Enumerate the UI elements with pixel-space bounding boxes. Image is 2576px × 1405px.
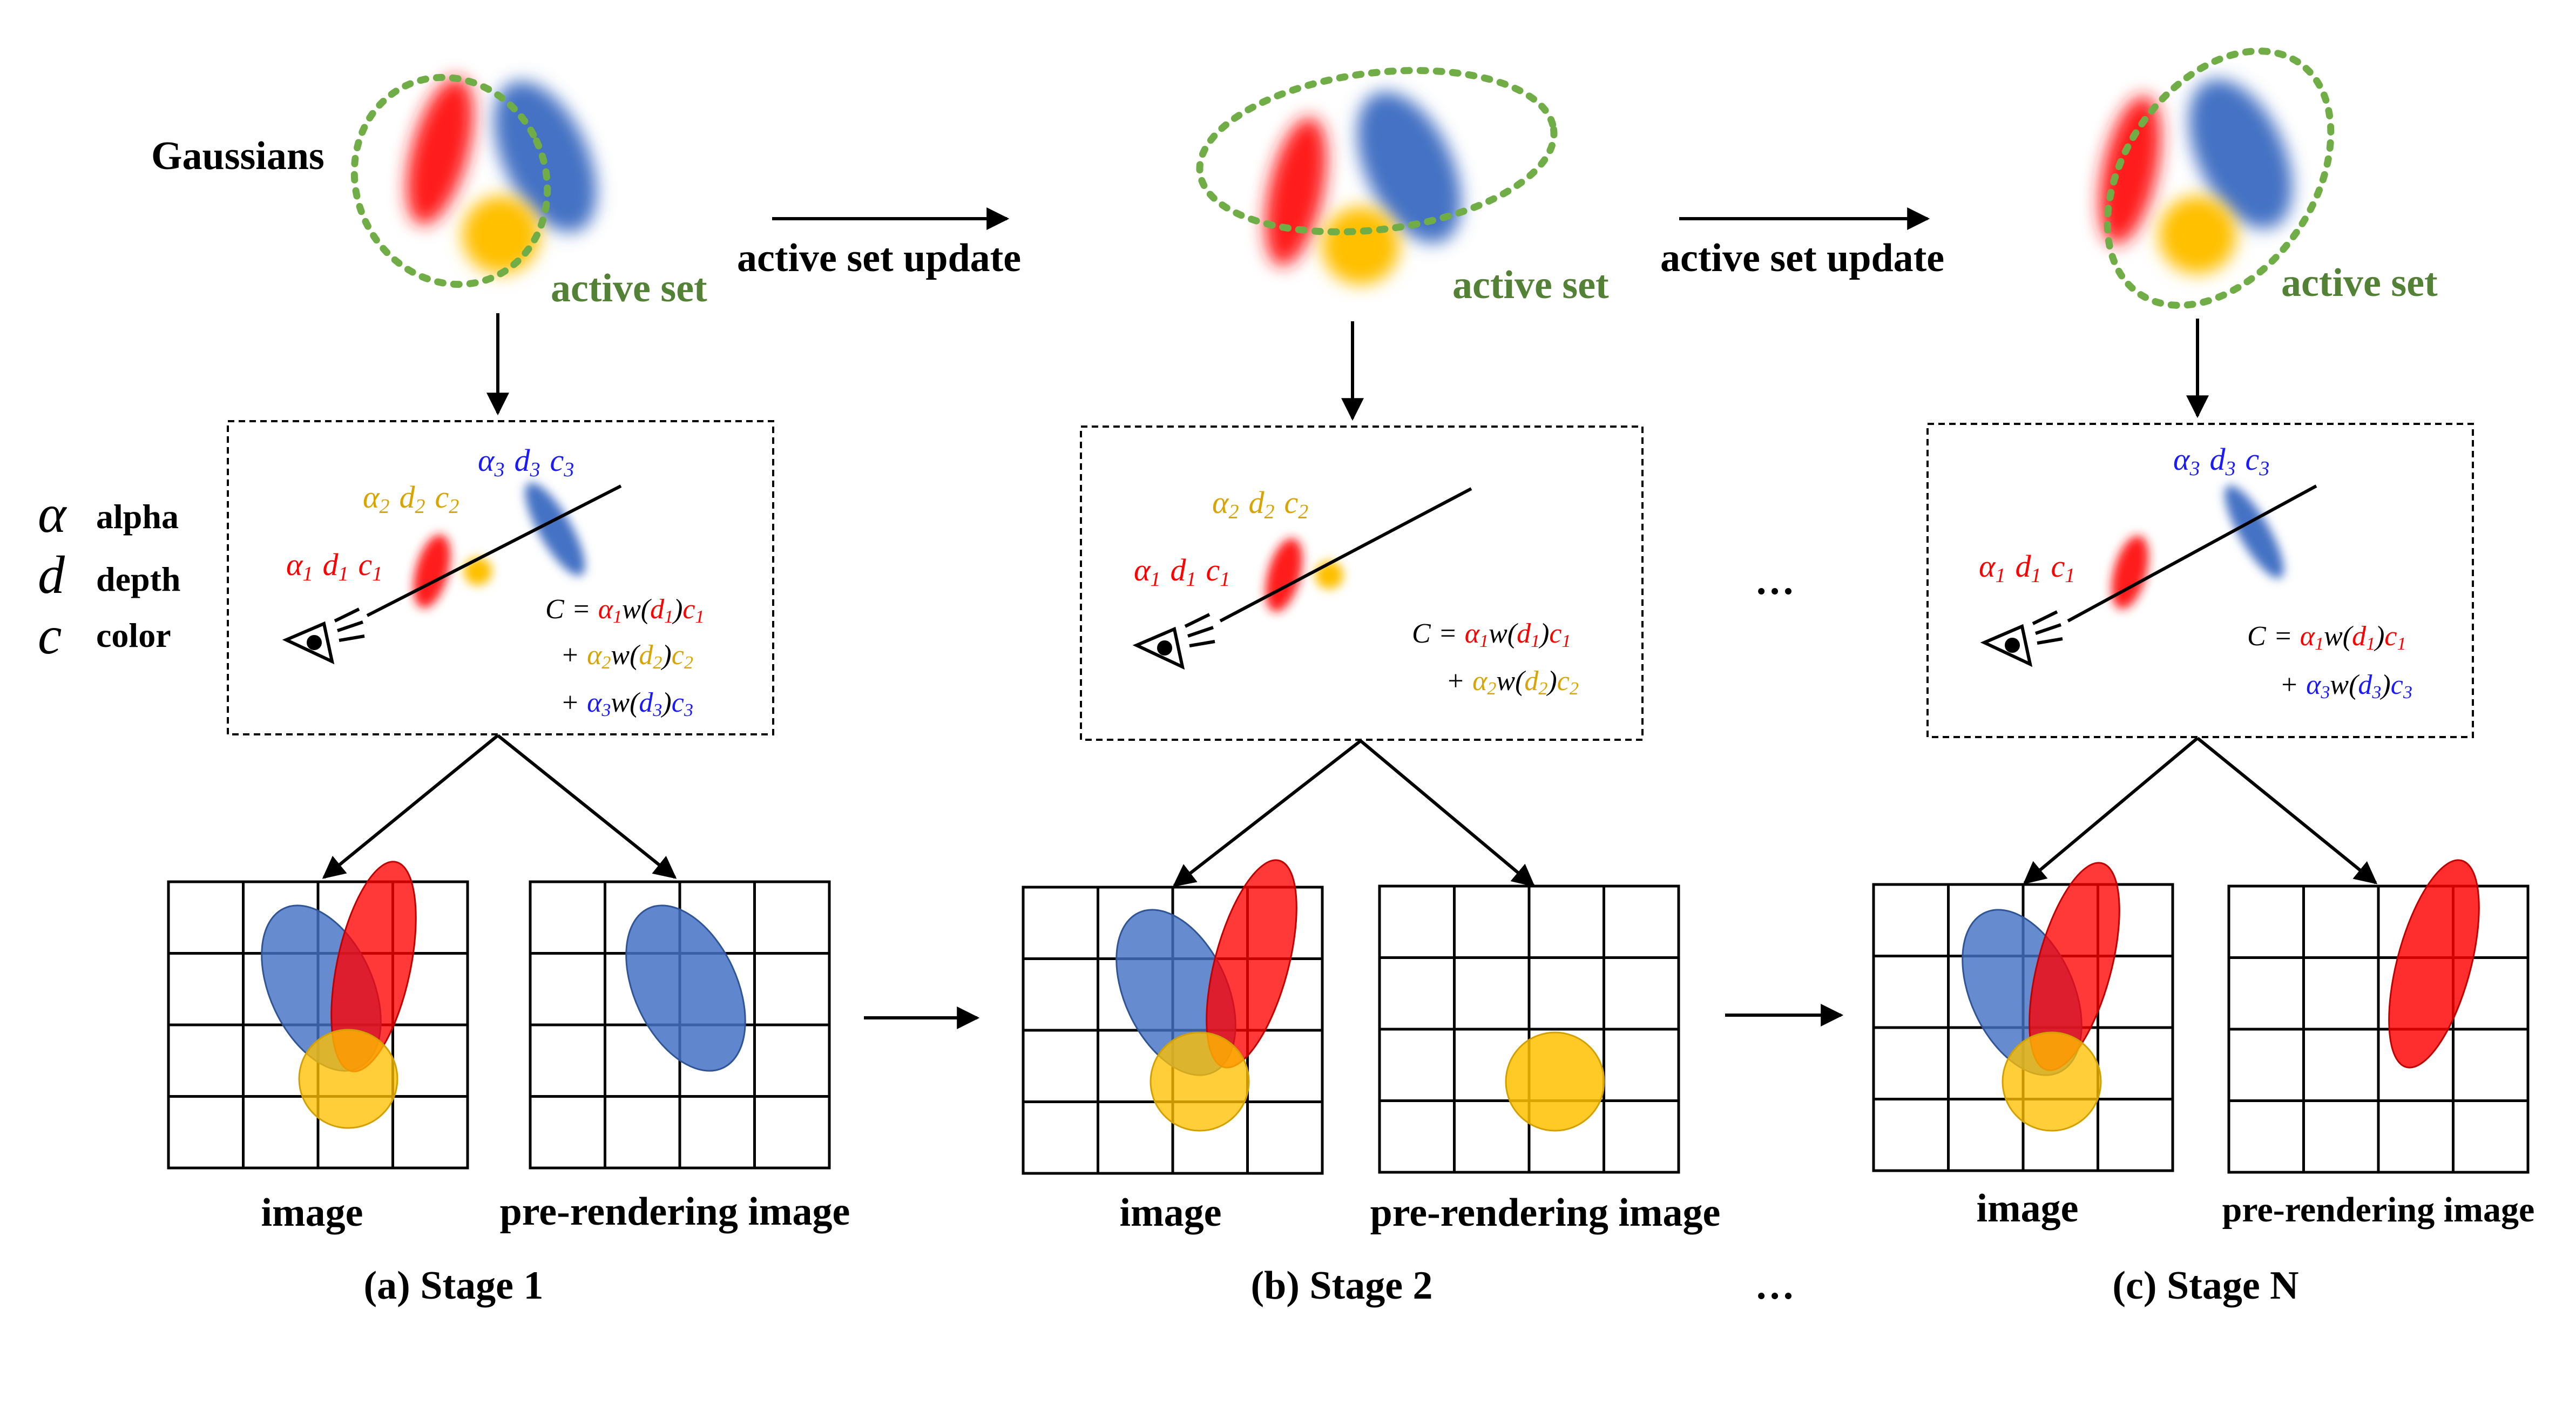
stage-caption-2: (b) Stage 2 — [1250, 1264, 1432, 1308]
blue-gaussian-small — [2225, 485, 2284, 579]
image-label-1: image — [261, 1191, 363, 1235]
render-box-border — [227, 420, 774, 735]
red-gaussian — [407, 78, 474, 225]
stage-caption-1: (a) Stage 1 — [364, 1264, 544, 1308]
gaussians-stage-2 — [1196, 67, 1558, 285]
blue-gaussian — [1357, 91, 1462, 244]
yellow-gaussian — [462, 196, 540, 274]
yellow-gaussian-projection — [2002, 1031, 2102, 1132]
ellipsis-middle: … — [1755, 559, 1795, 603]
image-grid-stage-2 — [1022, 859, 1324, 1175]
image-grid-stage-1 — [167, 861, 469, 1170]
yellow-gaussian — [2159, 196, 2236, 274]
svg-text:+α3w(d3)c3: +α3w(d3)c3 — [2280, 670, 2412, 702]
active-set-update-label-2: active set update — [1660, 236, 1944, 280]
blue-gaussian-projection — [625, 904, 746, 1072]
yellow-gaussian — [1322, 207, 1399, 285]
svg-text:+α2w(d2)c2: +α2w(d2)c2 — [1446, 666, 1579, 699]
legend-symbol-alpha: α — [38, 484, 67, 544]
svg-text:+α3w(d3)c3: +α3w(d3)c3 — [560, 687, 693, 720]
camera-ray — [2067, 484, 2317, 623]
svg-text:C=α1w(d1)c1: C=α1w(d1)c1 — [1412, 618, 1571, 651]
active-set-outline — [1196, 67, 1558, 235]
composite-equation: C=α1w(d1)c1 +α2w(d2)c2 +α3w(d3)c3 — [545, 594, 705, 720]
eye-icon — [282, 607, 365, 665]
composite-equation: C=α1w(d1)c1 +α2w(d2)c2 — [1412, 618, 1579, 699]
camera-ray — [1219, 487, 1472, 623]
eye-icon — [1980, 610, 2063, 667]
yellow-gaussian-projection — [1150, 1031, 1250, 1132]
blue-gaussian — [2189, 79, 2293, 229]
image-label-n: image — [1976, 1186, 2078, 1231]
legend-text-color: color — [96, 616, 171, 654]
pre-render-label-2: pre-rendering image — [1370, 1191, 1721, 1235]
ellipsis-bottom: … — [1755, 1264, 1795, 1308]
active-set-update-label-1: active set update — [737, 236, 1021, 280]
legend-symbol-depth: d — [38, 545, 65, 605]
branch-arrows — [322, 734, 2378, 887]
stage-caption-n: (c) Stage N — [2112, 1264, 2298, 1308]
pre-render-label-n: pre-rendering image — [2222, 1190, 2535, 1230]
yellow-gaussian-projection — [298, 1029, 398, 1129]
pre-render-grid-stage-n — [2227, 859, 2530, 1174]
pre-render-grid-stage-1 — [529, 880, 831, 1170]
svg-text:C=α1w(d1)c1: C=α1w(d1)c1 — [2247, 621, 2406, 654]
pre-render-grid-stage-2 — [1378, 884, 1680, 1174]
svg-text:+α2w(d2)c2: +α2w(d2)c2 — [560, 640, 693, 673]
blue-gaussian-small — [525, 482, 585, 576]
legend-symbol-color: c — [38, 605, 62, 665]
active-set-outline — [350, 73, 551, 288]
red-gaussian-projection — [2388, 859, 2480, 1069]
yellow-gaussian-projection — [1505, 1031, 1605, 1132]
camera-ray — [366, 484, 622, 617]
gaussians-stage-1 — [350, 73, 597, 288]
active-set-label-n: active set — [2281, 261, 2438, 305]
render-box-border — [1926, 423, 2474, 738]
legend: α alpha d depth c color — [38, 484, 181, 665]
gaussians-label: Gaussians — [151, 134, 324, 178]
red-gaussian — [2099, 96, 2161, 245]
gaussians-stage-n — [2099, 48, 2335, 309]
legend-text-alpha: alpha — [96, 497, 179, 536]
image-label-2: image — [1119, 1191, 1221, 1235]
pre-render-label-1: pre-rendering image — [500, 1190, 850, 1234]
red-gaussian-small — [2111, 535, 2149, 610]
image-grid-stage-n — [1872, 862, 2174, 1172]
red-gaussian-small — [1265, 538, 1303, 612]
legend-text-depth: depth — [96, 560, 181, 598]
composite-equation: C=α1w(d1)c1 +α3w(d3)c3 — [2247, 621, 2412, 702]
yellow-gaussian-small — [464, 557, 492, 585]
eye-icon — [1132, 613, 1215, 670]
red-gaussian-small — [413, 534, 451, 609]
active-set-label-2: active set — [1452, 263, 1609, 307]
active-set-outline — [2104, 48, 2335, 309]
active-set-label-1: active set — [551, 266, 707, 310]
svg-text:C=α1w(d1)c1: C=α1w(d1)c1 — [545, 594, 705, 627]
